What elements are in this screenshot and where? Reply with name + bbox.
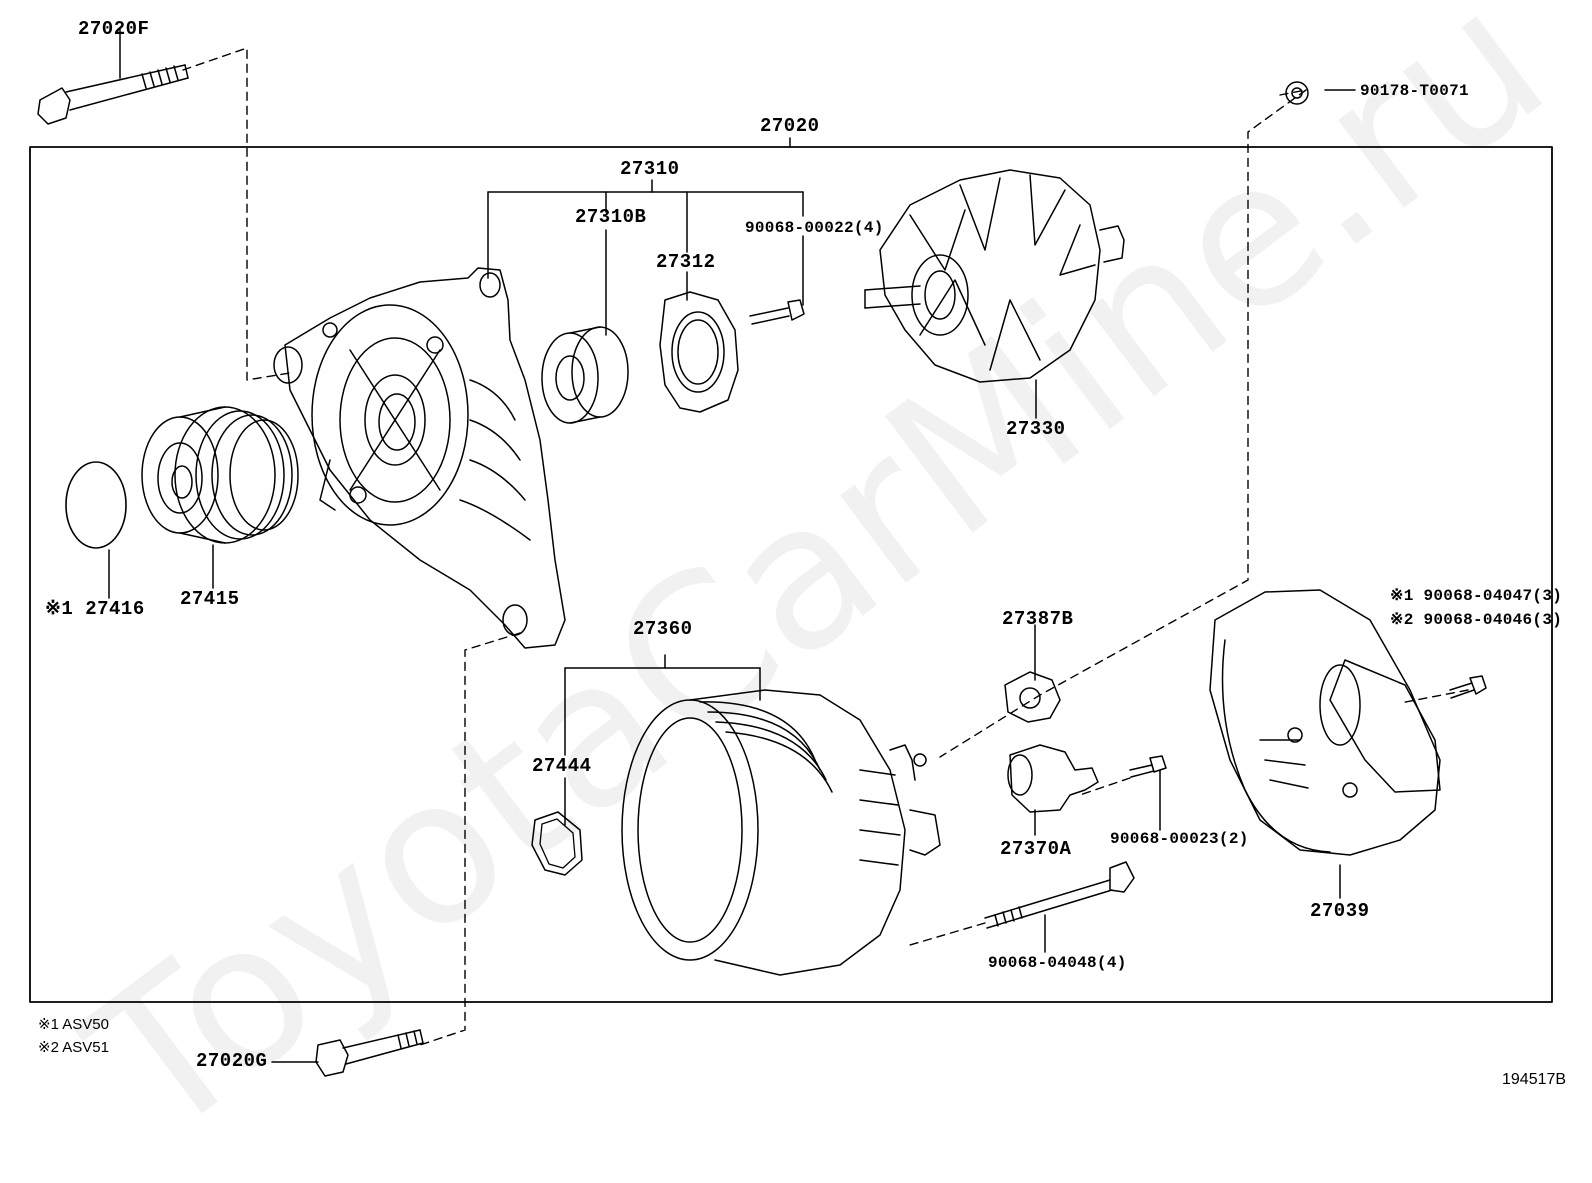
label-90068-04046: ※2 90068-04046(3) [1390, 611, 1563, 629]
gasket-27444-inner [539, 818, 576, 869]
label-27020G: 27020G [196, 1050, 268, 1072]
rear-cover-27039 [1209, 589, 1441, 856]
label-90068-00022: 90068-00022(4) [745, 219, 884, 237]
stator-27360 [621, 689, 941, 976]
label-27310: 27310 [620, 158, 680, 180]
regulator-27370A [1007, 744, 1099, 813]
assembly-frame [29, 146, 1553, 1003]
bolt-90068-04048 [984, 861, 1135, 929]
gasket-27444 [531, 811, 583, 876]
label-27444: 27444 [532, 755, 592, 777]
label-27330: 27330 [1006, 418, 1066, 440]
label-27020: 27020 [760, 115, 820, 137]
label-27310B: 27310B [575, 206, 647, 228]
label-27370A: 27370A [1000, 838, 1072, 860]
cap-27416 [65, 461, 127, 549]
screw-90068-00022 [749, 299, 805, 325]
brush-holder-27387B [1004, 671, 1061, 723]
label-27039: 27039 [1310, 900, 1370, 922]
bolt-27020G [315, 1029, 424, 1077]
bolt-27020F [37, 64, 189, 125]
drive-end-frame-27310 [273, 267, 566, 649]
label-27360: 27360 [633, 618, 693, 640]
label-90068-04047: ※1 90068-04047(3) [1390, 587, 1563, 605]
screw-90068-00023 [1129, 755, 1167, 778]
dashed-guides [182, 47, 1469, 1046]
bearing-27310B [541, 326, 629, 424]
leader-lines [108, 27, 1356, 1063]
label-90068-04048: 90068-04048(4) [988, 954, 1127, 972]
parts-diagram: ToyotaCarMine.ru [29, 0, 1585, 1183]
label-90068-00023: 90068-00023(2) [1110, 830, 1249, 848]
label-27020F: 27020F [78, 18, 150, 40]
label-27312: 27312 [656, 251, 716, 273]
nut-90178 [1285, 81, 1309, 105]
label-27387B: 27387B [1002, 608, 1074, 630]
rotor-27330 [864, 169, 1125, 383]
footnote-asv50: ※1 ASV50 [38, 1016, 109, 1033]
diagram-id: 194517B [1502, 1071, 1567, 1088]
label-27416: ※1 27416 [45, 598, 145, 620]
footnote-asv51: ※2 ASV51 [38, 1039, 109, 1056]
retainer-27312 [659, 291, 739, 413]
pulley-27415 [141, 406, 299, 544]
diagram-drawing [29, 27, 1553, 1077]
label-90178-T0071: 90178-T0071 [1360, 82, 1469, 100]
bolt-90068-04047 [1449, 675, 1487, 699]
label-27415: 27415 [180, 588, 240, 610]
